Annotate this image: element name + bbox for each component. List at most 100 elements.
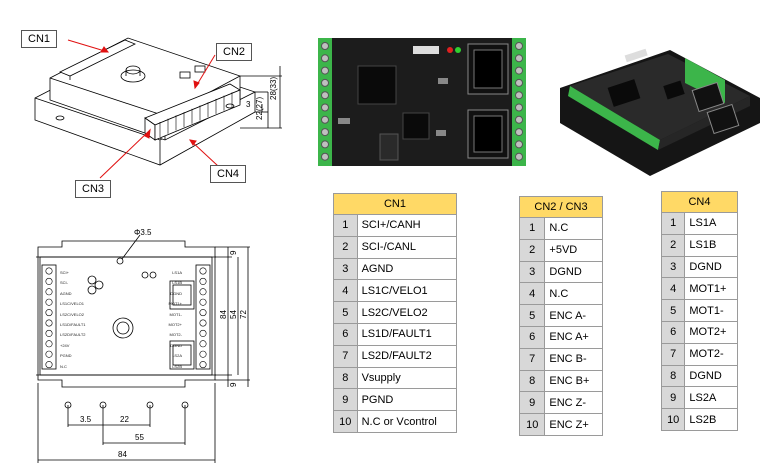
terminal-screw <box>321 42 329 50</box>
dim-72: 72 <box>239 310 248 319</box>
pin-number: 4 <box>333 279 358 303</box>
pin-number: 6 <box>333 322 358 346</box>
pin-signal: +5VD <box>544 238 603 262</box>
pin-signal: ENC B- <box>544 347 603 371</box>
board-pin-label: N.C <box>60 363 67 369</box>
dim-9-top: 9 <box>229 250 238 255</box>
terminal-screw <box>321 103 329 112</box>
pin-number: 7 <box>660 342 686 366</box>
terminal-screw <box>45 309 53 317</box>
board-pin-label: MOT1+ <box>168 301 182 307</box>
dim-3: 3 <box>246 100 251 109</box>
pin-number: 3 <box>660 255 686 279</box>
cn2-callout: CN2 <box>216 43 253 61</box>
board-pin-label: LS1A <box>172 270 182 275</box>
board-pin-label: AGND <box>60 290 72 296</box>
pin-signal: LS1D/FAULT1 <box>356 322 458 346</box>
terminal-screw <box>321 128 329 137</box>
pin-signal: LS1C/VELO1 <box>356 279 458 303</box>
terminal-screw <box>515 140 523 149</box>
pcb-photo-angle <box>550 28 765 178</box>
pin-number: 8 <box>660 364 686 388</box>
pin-number: 8 <box>518 369 546 393</box>
terminal-screw <box>199 340 207 348</box>
pin-number: 9 <box>333 388 358 412</box>
pin-number: 6 <box>518 325 546 349</box>
board-pin-label: LS2D/FAULT2 <box>60 332 86 338</box>
terminal-screw <box>515 54 523 63</box>
terminal-screw <box>45 319 53 327</box>
pin-signal: AGND <box>356 257 458 281</box>
board-pin-label: +24V <box>60 342 70 348</box>
dim-22-h: 22 <box>120 415 129 424</box>
terminal-screw <box>45 298 53 306</box>
pin-number: 10 <box>660 408 686 431</box>
terminal-screw <box>199 277 207 285</box>
terminal-screw <box>515 78 523 87</box>
pin-number: 8 <box>333 366 358 390</box>
pin-number: 1 <box>518 217 546 240</box>
pin-number: 3 <box>333 257 358 281</box>
cn1-table-title: CN1 <box>333 193 457 215</box>
pin-signal: ENC A+ <box>544 325 603 349</box>
cn23-table-title: CN2 / CN3 <box>519 196 603 218</box>
board-pin-label: SCI- <box>60 280 68 286</box>
dim-84-h: 84 <box>118 450 127 459</box>
dim-22: 22(27) <box>255 97 264 120</box>
pin-signal: ENC B+ <box>544 369 603 393</box>
pin-signal: LS1B <box>684 233 738 257</box>
terminal-screw <box>199 361 207 369</box>
terminal-screw <box>199 309 207 317</box>
pin-signal: MOT1- <box>684 299 738 322</box>
board-pin-label: PGND <box>60 353 72 359</box>
pin-number: 2 <box>660 233 686 257</box>
pin-number: 9 <box>660 386 686 410</box>
board-pin-label: LS1C/VELO1 <box>60 301 85 307</box>
board-pin-label: SCI+ <box>60 270 70 275</box>
terminal-screw <box>321 140 329 149</box>
isometric-drawing: 3 22(27) 28(33) <box>34 37 282 179</box>
dim-3-5: 3.5 <box>80 415 92 424</box>
board-pin-label: DGND <box>170 290 182 296</box>
pin-signal: DGND <box>544 260 603 284</box>
pin-number: 4 <box>518 282 546 306</box>
pin-number: 10 <box>518 413 546 436</box>
terminal-screw <box>199 298 207 306</box>
terminal-screw <box>45 288 53 296</box>
board-pin-label: MOT1- <box>169 311 182 317</box>
pin-signal: SCI-/CANL <box>356 235 458 259</box>
cn4-callout: CN4 <box>210 165 247 183</box>
terminal-screw <box>45 329 53 337</box>
pin-number: 5 <box>660 299 686 322</box>
dim-54: 54 <box>229 310 238 319</box>
pcb-photo-top <box>318 38 526 166</box>
pin-signal: Vsupply <box>356 366 458 390</box>
pin-number: 1 <box>660 212 686 235</box>
dim-28: 28(33) <box>269 77 278 100</box>
pin-number: 6 <box>660 320 686 344</box>
pin-signal: ENC Z- <box>544 391 603 415</box>
terminal-screw <box>515 42 523 50</box>
terminal-screw <box>45 361 53 369</box>
pin-number: 5 <box>518 304 546 327</box>
board-pin-label: LS1B <box>172 280 182 286</box>
terminal-screw <box>515 128 523 137</box>
pin-number: 7 <box>333 344 358 368</box>
